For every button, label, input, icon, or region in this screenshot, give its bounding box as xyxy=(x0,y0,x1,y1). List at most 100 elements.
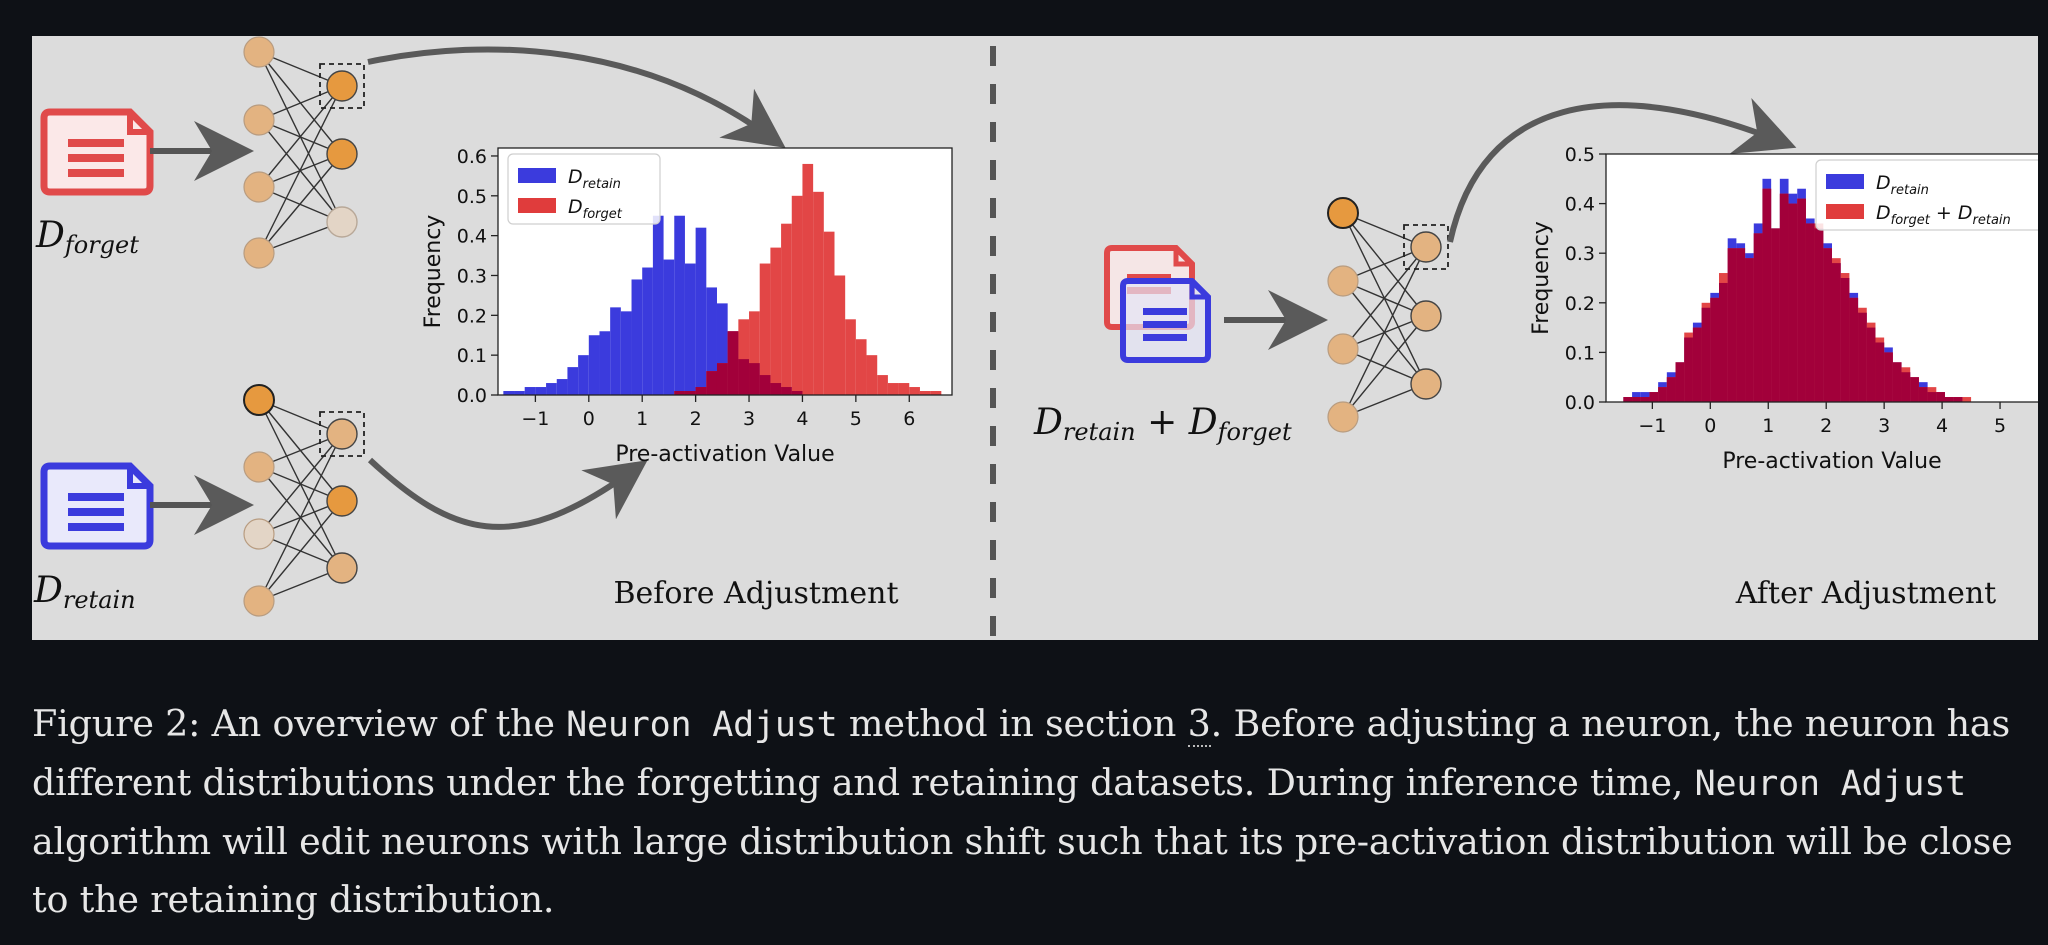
histogram-overlap-bar xyxy=(1849,297,1859,402)
histogram-overlap-bar xyxy=(1632,397,1641,402)
y-axis-label: Frequency xyxy=(1529,221,1554,335)
caption-text-4: algorithm will edit neurons with large d… xyxy=(32,820,2013,921)
legend-swatch xyxy=(1826,204,1864,219)
y-tick-label: 0.5 xyxy=(1565,144,1595,166)
left-bottom-hidden-neuron xyxy=(326,552,358,584)
caption-code-neuron-adjust-1: Neuron Adjust xyxy=(566,705,838,745)
legend-box xyxy=(1815,159,2038,231)
histogram-overlap-bar xyxy=(738,359,750,395)
histogram-overlap-bar xyxy=(781,387,792,395)
x-tick-label: 1 xyxy=(636,408,648,430)
legend-swatch xyxy=(518,198,556,213)
histogram-bar-d_retain xyxy=(546,383,557,395)
histogram-overlap-bar xyxy=(1901,372,1911,402)
x-tick-label: 4 xyxy=(796,408,808,430)
histogram-overlap-bar xyxy=(1892,362,1902,402)
histogram-bar-d_forget xyxy=(802,163,814,395)
histogram-bar-d_retain xyxy=(599,331,611,395)
histogram-overlap-bar xyxy=(1719,282,1728,402)
histogram-overlap-bar xyxy=(684,391,696,395)
histogram-overlap-bar xyxy=(1953,397,1963,402)
histogram-overlap-bar xyxy=(1884,352,1893,402)
histogram-overlap-bar xyxy=(1701,307,1711,402)
histogram-bar-d_retain xyxy=(684,263,696,395)
forget-document-icon xyxy=(40,108,154,196)
caption-text-1: Figure 2: An overview of the xyxy=(32,702,567,745)
left-bottom-input-neuron xyxy=(243,518,275,550)
right-connection xyxy=(1342,315,1427,418)
forget-dataset-label: Dforget xyxy=(35,215,139,259)
x-tick-label: 0 xyxy=(1704,415,1716,437)
histogram-overlap-bar xyxy=(1666,377,1676,402)
histogram-overlap-bar xyxy=(1710,297,1719,402)
histogram-bar-d_retain xyxy=(674,215,685,395)
histogram-overlap-bar xyxy=(1797,198,1806,402)
histogram-bar-d_forget xyxy=(781,223,792,395)
x-tick-label: 3 xyxy=(743,408,755,430)
caption-text-2: method in section xyxy=(837,702,1188,745)
histogram-overlap-bar xyxy=(1658,387,1667,402)
histogram-bar-d_forget xyxy=(898,383,910,395)
histogram-bar-d_retain xyxy=(1632,392,1641,402)
histogram-bar-d_retain xyxy=(588,335,600,395)
network-right xyxy=(1327,197,1449,433)
left-bottom-input-neuron xyxy=(243,384,275,416)
histogram-bar-d_retain xyxy=(556,379,568,395)
histogram-overlap-bar xyxy=(1623,397,1633,402)
histogram-overlap-bar xyxy=(1910,377,1919,402)
histogram-overlap-bar xyxy=(727,331,739,395)
x-tick-label: −1 xyxy=(1638,415,1666,437)
section-reference-link[interactable]: 3 xyxy=(1187,702,1211,747)
left-bottom-connection xyxy=(258,500,343,602)
histogram-overlap-bar xyxy=(1649,392,1659,402)
left-top-input-neuron xyxy=(243,171,275,203)
left-bottom-connection xyxy=(258,433,343,602)
histogram-overlap-bar xyxy=(1640,397,1650,402)
curve-arrow-combined-to-chart xyxy=(1447,98,1797,243)
histogram-bar-d_retain xyxy=(567,367,579,395)
x-axis-label: Pre-activation Value xyxy=(1722,449,1941,474)
y-axis-label: Frequency xyxy=(421,215,446,329)
histogram-overlap-bar xyxy=(791,391,803,395)
histogram-overlap-bar xyxy=(770,383,782,395)
histogram-overlap-bar xyxy=(749,363,760,395)
right-input-neuron xyxy=(1327,265,1359,297)
left-bottom-connection xyxy=(258,433,343,535)
histogram-overlap-bar xyxy=(1684,337,1693,402)
left-bottom-selected-neuron-box xyxy=(319,411,365,457)
histogram-overlap-bar xyxy=(1762,188,1772,402)
histogram-overlap-bar xyxy=(1832,263,1841,402)
left-top-input-neuron xyxy=(243,36,275,68)
histogram-bar-d_retain xyxy=(610,307,621,395)
histogram-overlap-bar xyxy=(1779,193,1789,402)
left-top-hidden-neuron xyxy=(326,206,358,238)
histogram-overlap-bar xyxy=(1858,312,1867,402)
right-hidden-neuron xyxy=(1410,300,1442,332)
histogram-bar-d_forget xyxy=(759,263,771,395)
histogram-bar-d_forget xyxy=(813,191,824,395)
left-top-input-neuron xyxy=(243,237,275,269)
histogram-overlap-bar xyxy=(1840,278,1850,402)
histogram-after: −101234560.00.10.20.30.40.5Pre-activatio… xyxy=(1529,144,2038,474)
after-adjustment-title: After Adjustment xyxy=(1735,576,1996,611)
histogram-bar-d_retain xyxy=(578,355,589,395)
x-tick-label: 6 xyxy=(903,408,915,430)
curve-arrow-retain-to-chart xyxy=(367,457,648,530)
caption-code-neuron-adjust-2: Neuron Adjust xyxy=(1694,764,1967,804)
plot-frame xyxy=(1605,153,2038,403)
left-bottom-hidden-neuron xyxy=(326,485,358,517)
histogram-bar-d_forget xyxy=(877,375,888,395)
legend-entry: Dforget xyxy=(568,196,623,222)
figure-caption: Figure 2: An overview of the Neuron Adju… xyxy=(32,695,2042,929)
histogram-overlap-bar xyxy=(1945,397,1954,402)
histogram-bar-d_forget xyxy=(770,247,782,395)
y-tick-label: 0.4 xyxy=(457,226,487,248)
left-top-hidden-neuron xyxy=(326,70,358,102)
histogram-bar-d_retain xyxy=(663,259,675,395)
left-top-connection xyxy=(258,153,343,254)
histogram-bar-d_retain xyxy=(716,303,728,395)
right-connection xyxy=(1342,246,1427,350)
histogram-bar-d_retain xyxy=(642,267,653,395)
